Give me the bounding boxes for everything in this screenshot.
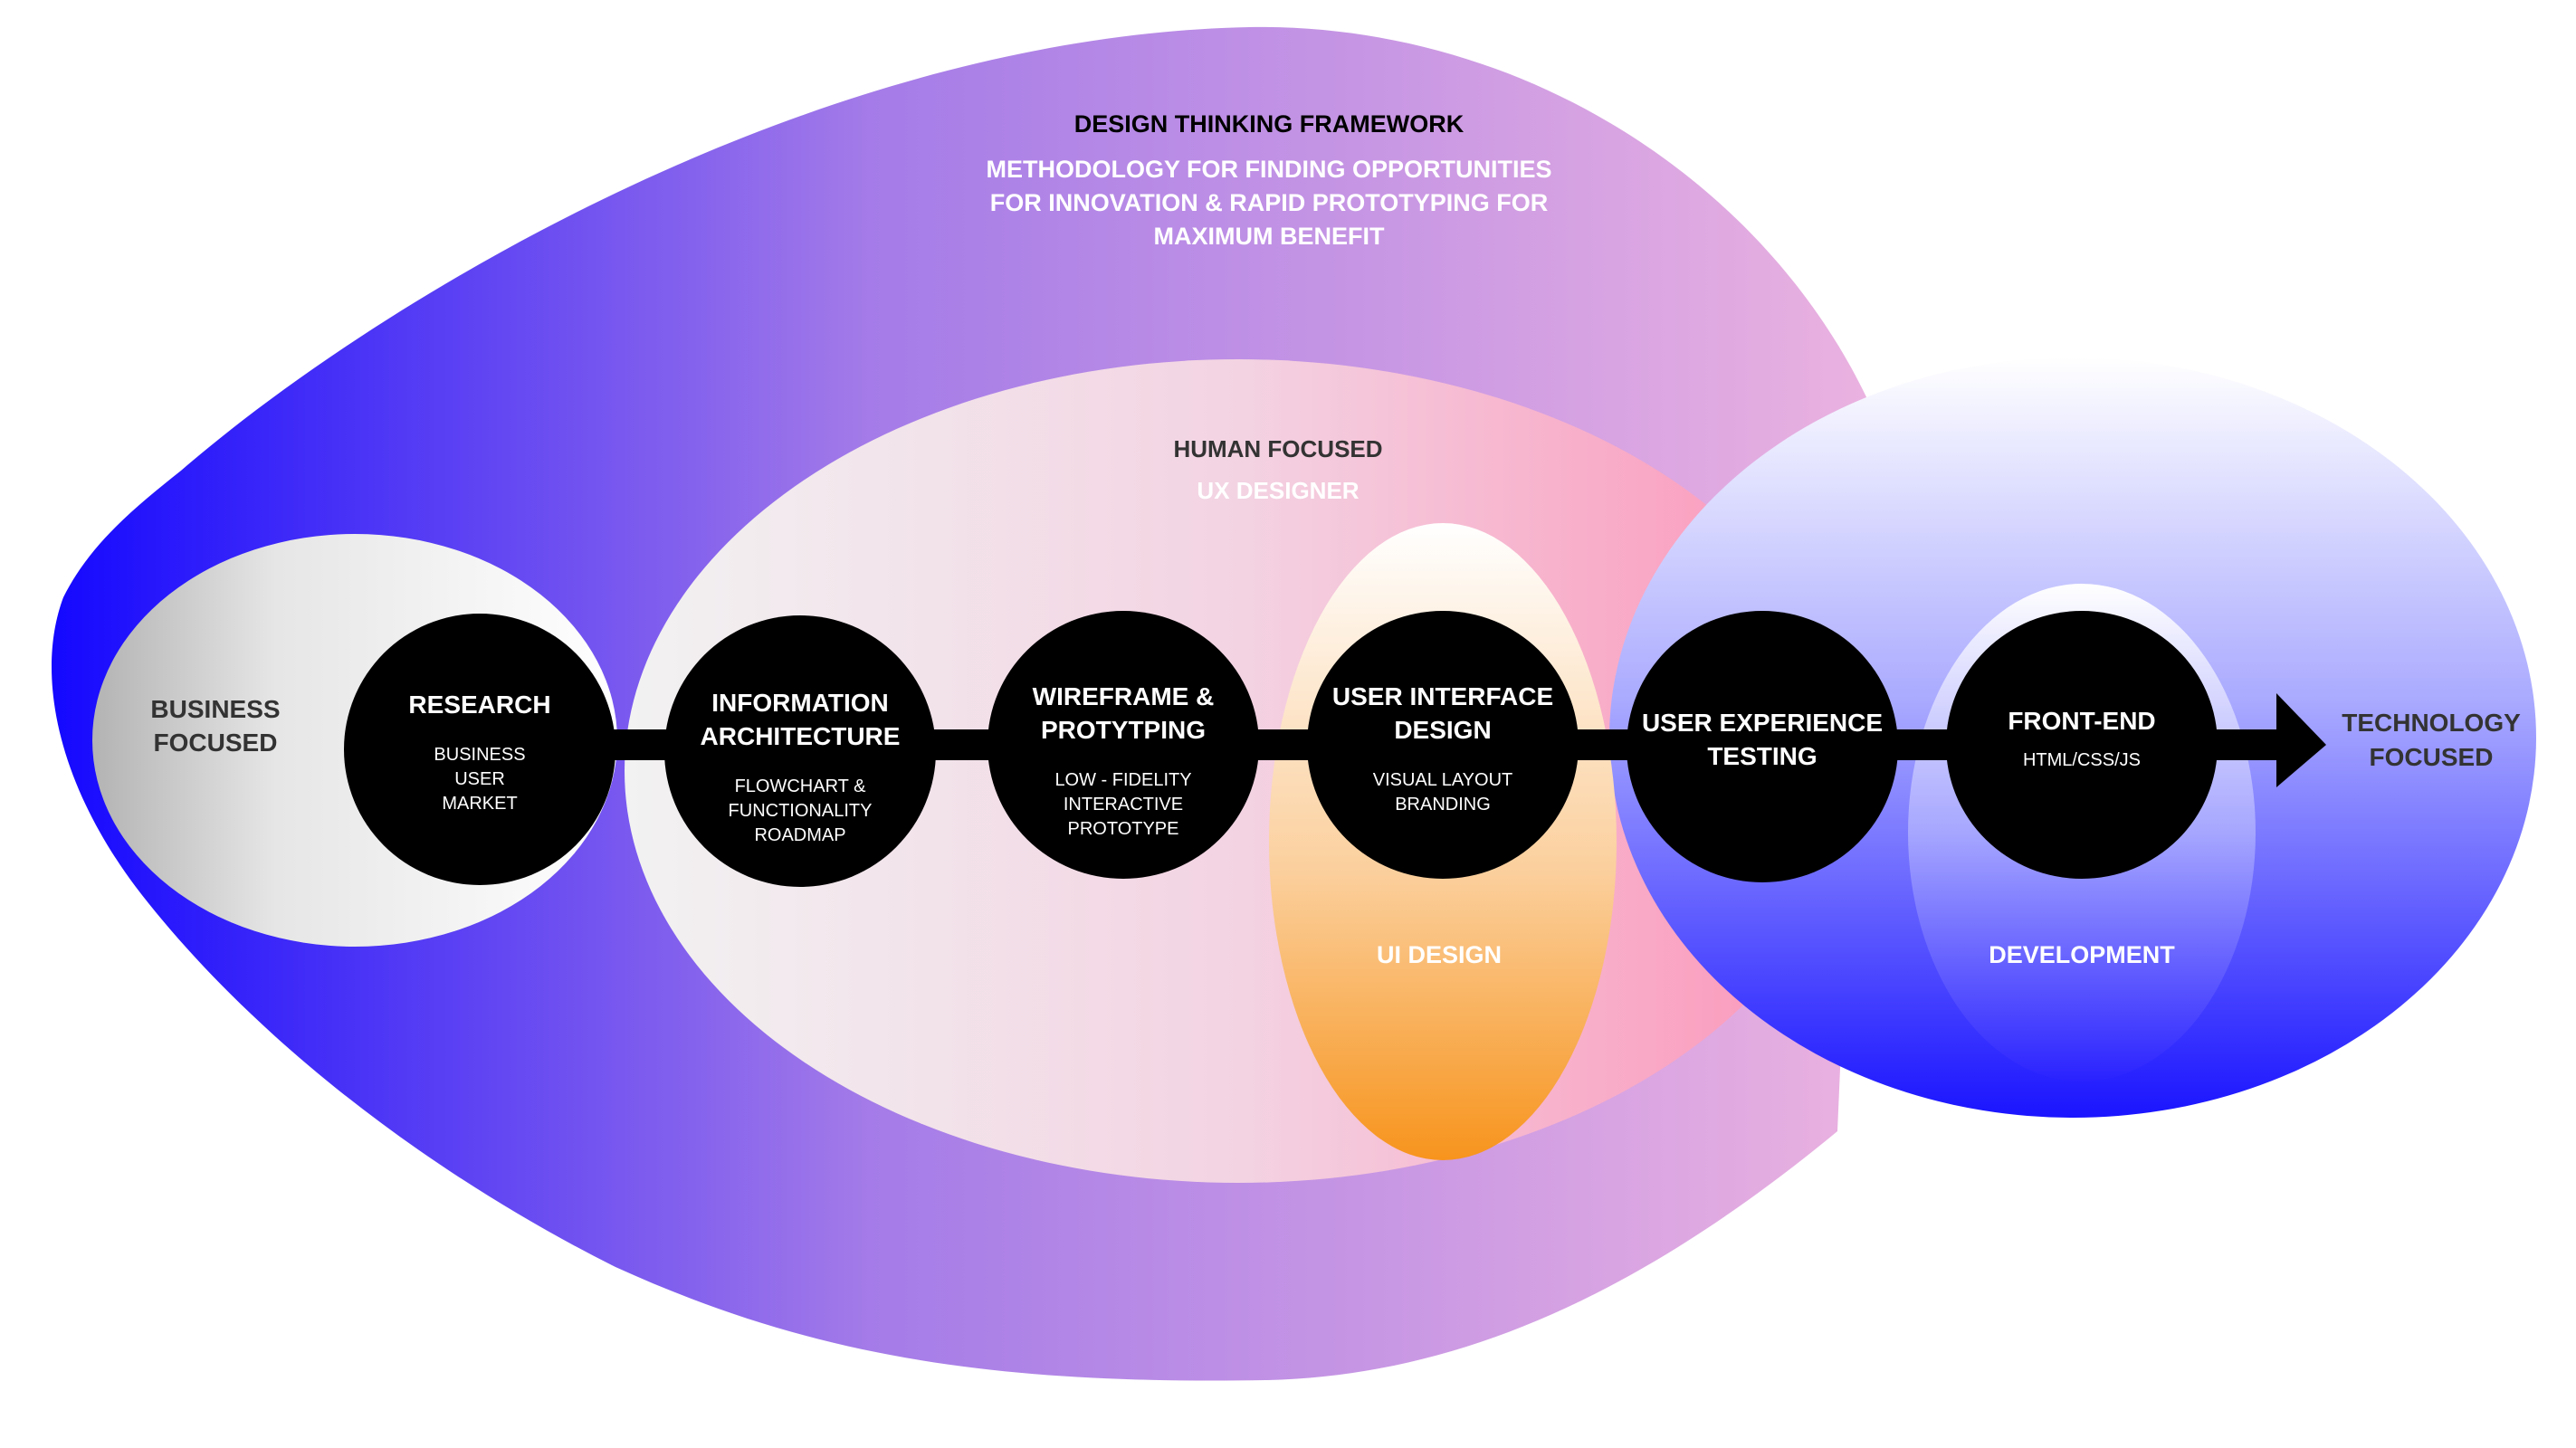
step-title: TESTING [1707,742,1817,770]
step-detail: USER [454,769,505,789]
framework-subtitle-line-2: FOR INNOVATION & RAPID PROTOTYPING FOR [990,189,1549,216]
step-node [344,614,615,885]
technology-label-line-1: TECHNOLOGY [2342,709,2521,737]
step-detail: MARKET [442,794,517,814]
step-detail: FUNCTIONALITY [729,801,873,821]
step-detail: INTERACTIVE [1064,795,1183,814]
step-detail: PROTOTYPE [1068,819,1179,839]
step-node [987,611,1259,879]
step-node [664,615,936,887]
business-label-line-2: FOCUSED [154,729,278,757]
framework-subtitle-line-1: METHODOLOGY FOR FINDING OPPORTUNITIES [986,156,1551,183]
step-node [1307,611,1579,879]
framework-subtitle-line-3: MAXIMUM BENEFIT [1154,223,1385,250]
step-user-experience-testing: USER EXPERIENCE TESTING [1627,611,1898,882]
arrow-head-icon [2276,693,2326,787]
step-title: PROTYTPING [1041,716,1206,744]
step-detail: HTML/CSS/JS [2023,750,2141,770]
step-node [1946,611,2218,879]
business-label-line-1: BUSINESS [150,695,280,723]
step-detail: BRANDING [1395,795,1491,814]
step-title: INFORMATION [711,689,888,717]
step-detail: VISUAL LAYOUT [1373,770,1513,790]
human-focused-label: HUMAN FOCUSED [1173,435,1382,462]
step-title: ARCHITECTURE [701,722,901,750]
development-label: DEVELOPMENT [1989,941,2175,968]
step-research: RESEARCH BUSINESS USER MARKET [344,614,615,885]
framework-title: DESIGN THINKING FRAMEWORK [1074,110,1465,138]
step-detail: LOW - FIDELITY [1054,770,1191,790]
step-detail: ROADMAP [754,825,845,845]
ux-designer-label: UX DESIGNER [1197,477,1359,504]
technology-label-line-2: FOCUSED [2370,743,2494,771]
step-title: FRONT-END [2008,707,2155,735]
step-title: USER EXPERIENCE [1642,709,1883,737]
step-front-end: FRONT-END HTML/CSS/JS [1946,611,2218,879]
step-information-architecture: INFORMATION ARCHITECTURE FLOWCHART & FUNCTI… [664,615,936,887]
step-wireframe-prototyping: WIREFRAME & PROTYTPING LOW - FIDELITY INTER… [987,611,1259,879]
step-user-interface-design: USER INTERFACE DESIGN VISUAL LAYOUT BRANDIN… [1307,611,1579,879]
step-title: USER INTERFACE [1332,682,1553,710]
step-title: DESIGN [1394,716,1491,744]
step-node [1627,611,1898,882]
step-title: WIREFRAME & [1033,682,1215,710]
step-detail: BUSINESS [434,745,525,765]
step-detail: FLOWCHART & [735,776,866,796]
step-title: RESEARCH [408,691,550,719]
ui-design-label: UI DESIGN [1377,941,1502,968]
